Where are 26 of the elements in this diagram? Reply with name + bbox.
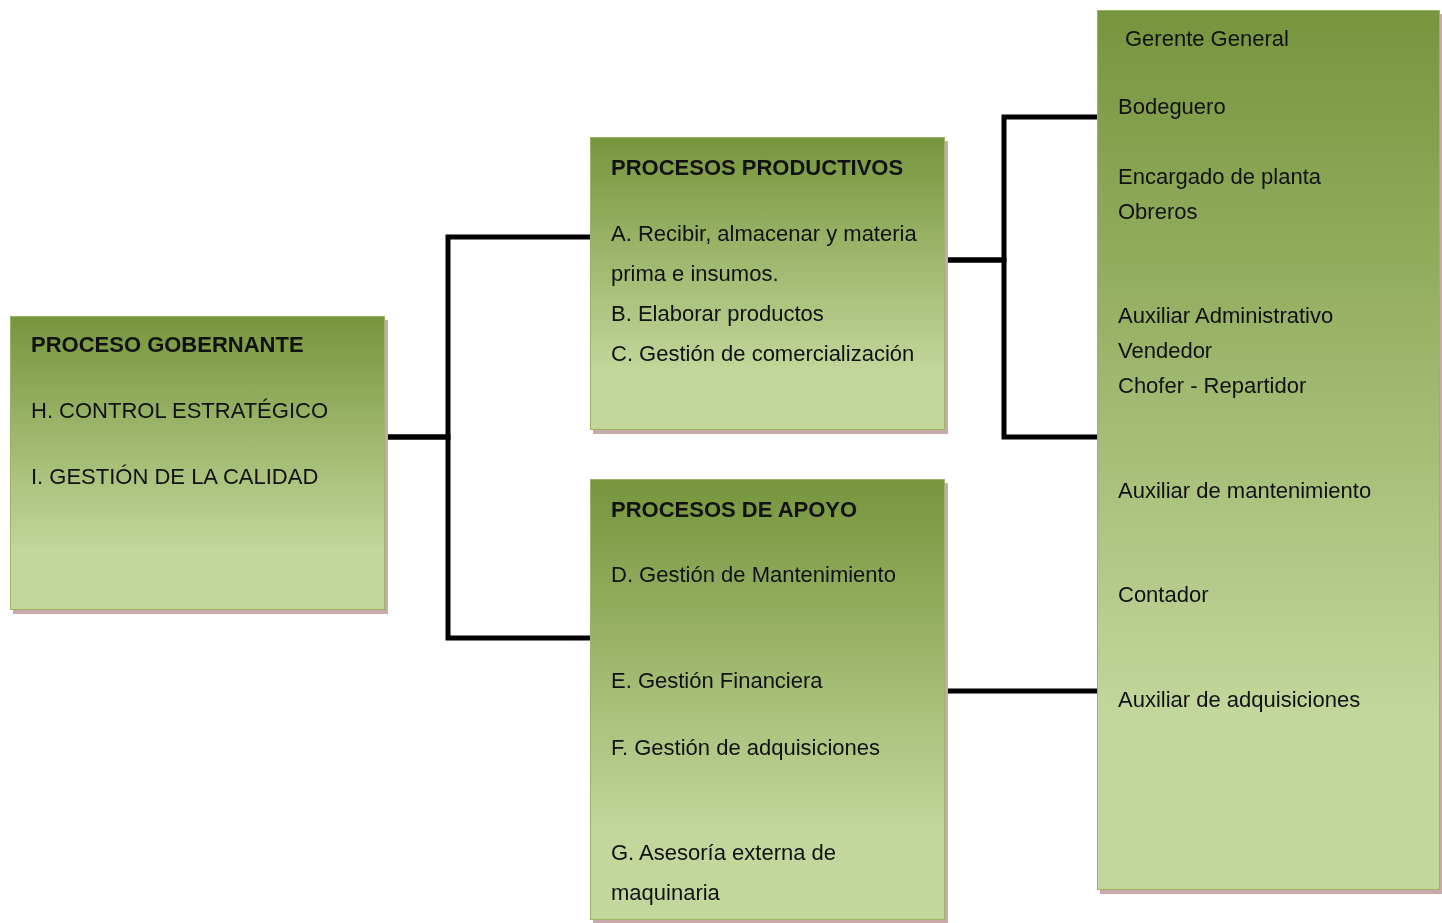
connector-line xyxy=(385,434,590,641)
role-label: Auxiliar de adquisiciones xyxy=(1118,686,1362,714)
connector-line xyxy=(945,257,1097,440)
box-heading: PROCESO GOBERNANTE xyxy=(31,331,305,359)
process-item: C. Gestión de comercialización xyxy=(611,340,916,368)
role-label: Auxiliar de mantenimiento xyxy=(1118,477,1373,505)
process-item: F. Gestión de adquisiciones xyxy=(611,734,882,762)
process-item: H. CONTROL ESTRATÉGICO xyxy=(31,397,330,425)
role-label: Obreros xyxy=(1118,198,1199,226)
process-item: I. GESTIÓN DE LA CALIDAD xyxy=(31,463,320,491)
role-label: Vendedor xyxy=(1118,337,1214,365)
process-item: A. Recibir, almacenar y materia prima e insumos. xyxy=(611,220,918,288)
role-label: Gerente General xyxy=(1125,25,1290,53)
role-label: Auxiliar Administrativo xyxy=(1118,302,1335,330)
process-item: E. Gestión Financiera xyxy=(611,667,824,695)
process-item: B. Elaborar productos xyxy=(611,300,825,328)
role-label: Encargado de planta xyxy=(1118,163,1323,191)
process-item: G. Asesoría externa de maquinaria xyxy=(611,839,838,907)
box-heading: PROCESOS PRODUCTIVOS xyxy=(611,154,905,182)
process-box xyxy=(590,479,945,920)
process-item: D. Gestión de Mantenimiento xyxy=(611,561,897,589)
box-heading: PROCESOS DE APOYO xyxy=(611,496,859,524)
connector-line xyxy=(945,688,1097,694)
role-label: Bodeguero xyxy=(1118,93,1227,121)
role-label: Contador xyxy=(1118,581,1210,609)
role-label: Chofer - Repartidor xyxy=(1118,372,1308,400)
